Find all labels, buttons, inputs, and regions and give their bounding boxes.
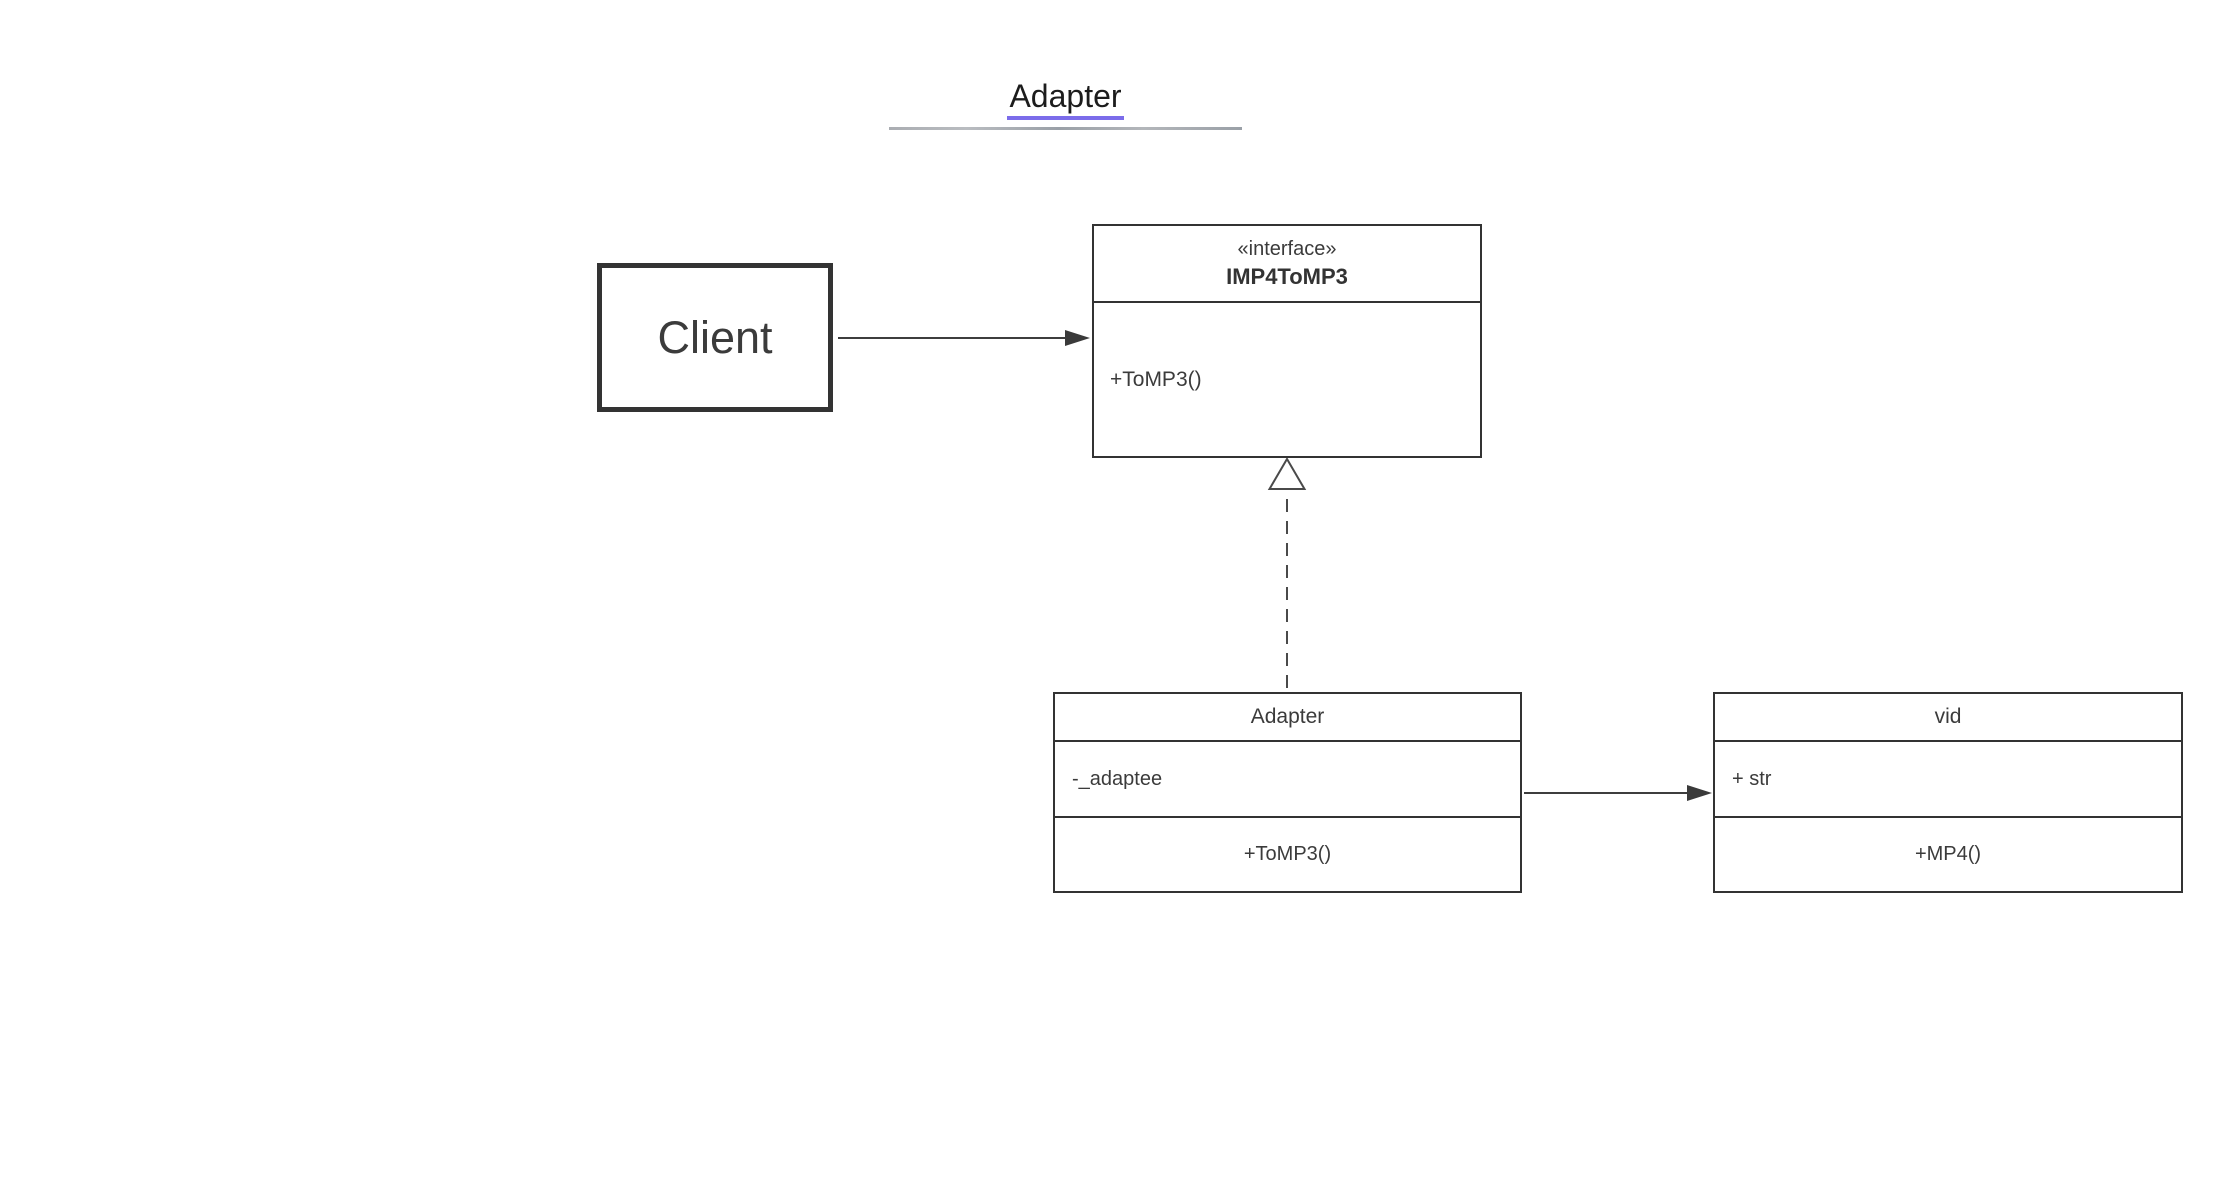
vid-name-compartment: vid [1715, 694, 2181, 742]
vid-attribute: + str [1732, 767, 1772, 790]
client-label: Client [657, 311, 773, 363]
node-client[interactable]: Client [597, 263, 833, 412]
node-vid[interactable]: vid + str +MP4() [1713, 692, 2183, 893]
arrowhead-client-to-interface [1065, 330, 1090, 346]
interface-method: +ToMP3() [1110, 367, 1202, 391]
realization-triangle [1267, 457, 1307, 490]
title-divider-line [889, 127, 1242, 130]
vid-name: vid [1934, 705, 1962, 728]
adapter-name: Adapter [1250, 705, 1325, 728]
diagram-title-text[interactable]: Adapter [1007, 79, 1124, 120]
vid-methods-compartment: +MP4() [1715, 818, 2181, 891]
edge-adapter-to-vid[interactable] [1524, 785, 1712, 801]
interface-name: IMP4ToMP3 [1226, 263, 1348, 289]
node-interface-imp4tomp3[interactable]: «interface» IMP4ToMP3 +ToMP3() [1092, 224, 1482, 458]
adapter-attributes-compartment: -_adaptee [1055, 742, 1520, 818]
adapter-attribute: -_adaptee [1072, 767, 1163, 790]
vid-method: +MP4() [1914, 843, 1982, 865]
interface-stereotype: «interface» [1237, 237, 1337, 260]
node-adapter[interactable]: Adapter -_adaptee +ToMP3() [1053, 692, 1522, 893]
edge-adapter-realizes-interface[interactable] [1267, 457, 1307, 688]
interface-methods-compartment: +ToMP3() [1094, 303, 1480, 456]
edge-client-to-interface[interactable] [838, 330, 1090, 346]
vid-attributes-compartment: + str [1715, 742, 2181, 818]
adapter-method: +ToMP3() [1243, 843, 1332, 865]
interface-header: «interface» IMP4ToMP3 [1094, 226, 1480, 303]
adapter-name-compartment: Adapter [1055, 694, 1520, 742]
adapter-methods-compartment: +ToMP3() [1055, 818, 1520, 891]
arrowhead-adapter-to-vid [1687, 785, 1712, 801]
diagram-title: Adapter [889, 79, 1242, 120]
